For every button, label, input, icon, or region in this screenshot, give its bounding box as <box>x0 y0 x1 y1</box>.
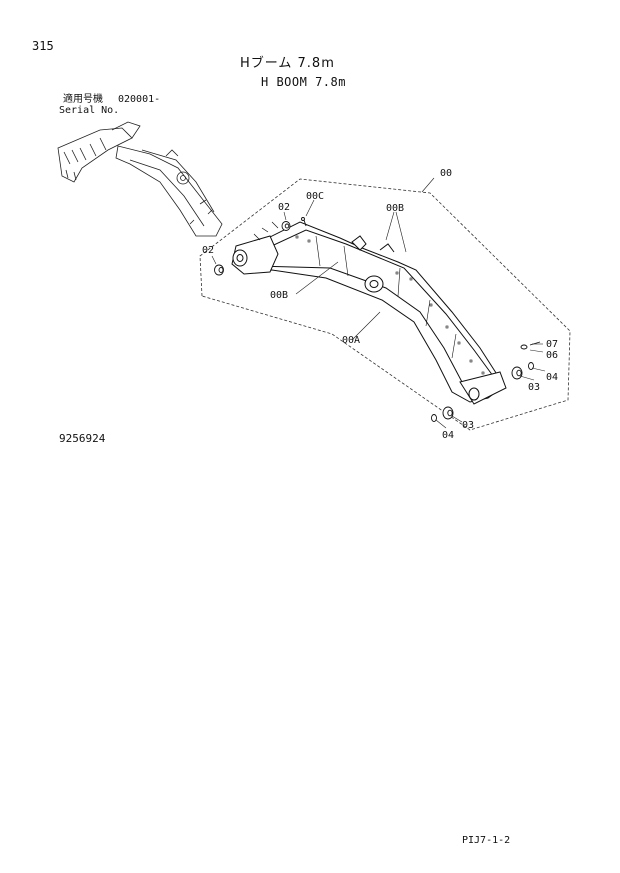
seal-04-right <box>528 362 534 370</box>
callout-04-right: 04 <box>546 372 558 383</box>
callout-02-left: 02 <box>202 245 214 256</box>
serial-label-en: Serial No. <box>59 105 120 116</box>
bushing-03-right <box>511 366 523 380</box>
bushing-02-left <box>214 264 224 276</box>
leader-lines <box>211 177 546 429</box>
serial-range: 020001- <box>118 94 161 105</box>
serial-label-jp: 適用号機 <box>63 94 103 105</box>
callout-00A: 00A <box>342 335 360 346</box>
drawing-number: 9256924 <box>59 432 106 445</box>
bushing-02-top <box>281 221 291 231</box>
callout-00B-left: 00B <box>270 290 288 301</box>
callout-00: 00 <box>440 168 452 179</box>
callout-03-right: 03 <box>528 382 540 393</box>
callout-06: 06 <box>546 350 558 361</box>
assembly-boundary <box>199 178 571 431</box>
excavator-thumbnail <box>57 121 223 237</box>
seal-04-lower <box>431 414 437 422</box>
callout-04-lower: 04 <box>442 430 454 441</box>
grease-fitting-00C <box>301 217 307 227</box>
pin-06-07 <box>520 341 541 350</box>
bushing-03-lower <box>442 406 454 420</box>
callout-00B-top: 00B <box>386 203 404 214</box>
callout-00C: 00C <box>306 191 324 202</box>
page-title-en: H BOOM 7.8m <box>261 75 346 89</box>
h-boom-main <box>231 221 507 405</box>
callout-labels: 00 00C 02 02 00B 00B 00A 07 06 03 04 03 … <box>202 168 558 441</box>
callout-02-top: 02 <box>278 202 290 213</box>
callout-03-lower: 03 <box>462 420 474 431</box>
callout-07: 07 <box>546 339 558 350</box>
document-code: PIJ7-1-2 <box>462 835 511 846</box>
page-title-jp: Hブーム 7.8m <box>240 56 335 71</box>
page-number: 315 <box>32 39 54 53</box>
